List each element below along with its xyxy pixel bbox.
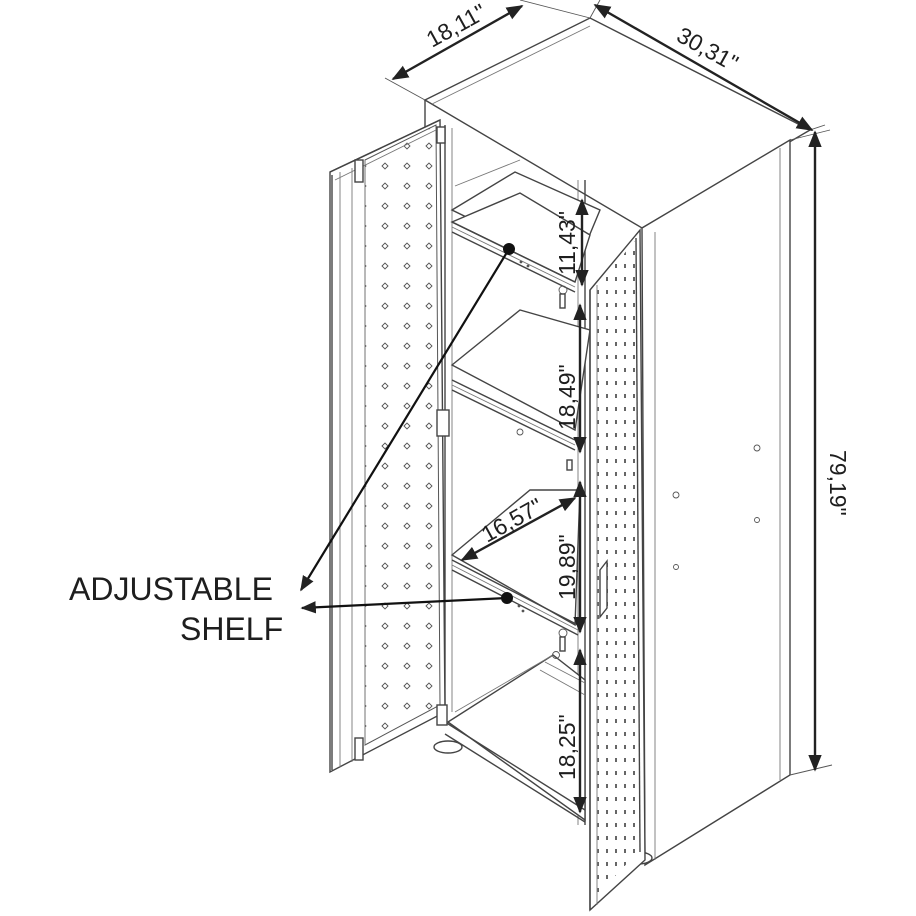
hinge-icon bbox=[436, 704, 448, 726]
dimension-gap-middle: 19,89" bbox=[554, 480, 587, 634]
mount-hole bbox=[672, 491, 680, 499]
callout-label-line1: ADJUSTABLE bbox=[69, 571, 273, 607]
dimension-gap-upper: 18,49" bbox=[554, 303, 587, 454]
adjustable-shelf-callout: ADJUSTABLE SHELF bbox=[69, 243, 515, 647]
dimension-gap-bottom: 18,25" bbox=[554, 648, 587, 814]
dimension-gap-middle-label: 19,89" bbox=[554, 534, 580, 600]
shelf-middle-upper bbox=[450, 309, 591, 451]
mount-hole bbox=[673, 564, 679, 570]
dimension-gap-top: 11,43" bbox=[554, 198, 589, 287]
adjustable-shelf-upper bbox=[450, 192, 591, 293]
left-door[interactable] bbox=[329, 118, 450, 774]
shelf-clips bbox=[552, 285, 573, 659]
dimension-gap-top-label: 11,43" bbox=[554, 211, 580, 275]
right-door[interactable] bbox=[589, 228, 646, 912]
dimension-height-label: 79,19" bbox=[825, 450, 851, 516]
cabinet-right-side bbox=[641, 138, 791, 867]
mount-hole bbox=[753, 444, 761, 452]
door-latch-top bbox=[354, 159, 364, 183]
dimension-gap-upper-label: 18,49" bbox=[554, 364, 580, 430]
callout-label-line2: SHELF bbox=[180, 611, 283, 647]
mount-hole bbox=[754, 517, 760, 523]
door-latch-bottom bbox=[354, 737, 364, 761]
hinge-icon bbox=[436, 126, 446, 144]
leveling-foot bbox=[433, 740, 463, 754]
hinge-icon bbox=[436, 409, 450, 437]
dimension-height: 79,19" bbox=[808, 130, 851, 772]
dimension-gap-bottom-label: 18,25" bbox=[554, 714, 580, 780]
door-handle[interactable] bbox=[599, 558, 608, 620]
